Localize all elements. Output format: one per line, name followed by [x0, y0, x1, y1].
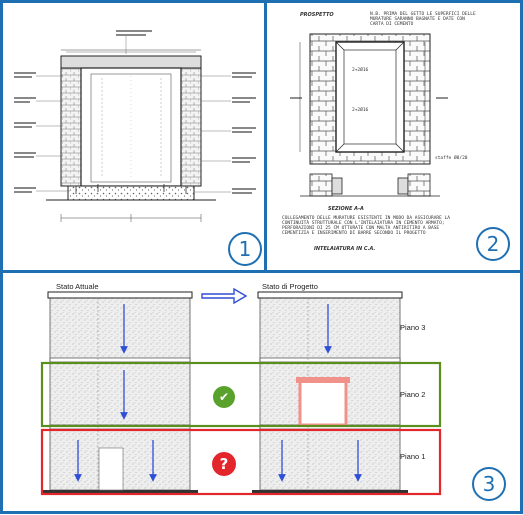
label-stato-progetto: Stato di Progetto	[262, 282, 318, 291]
panel-3-comparison: Stato Attuale Stato di Progetto Piano 3 …	[6, 276, 518, 510]
stirrups-label: staffe Ø8/20	[435, 156, 468, 161]
new-opening-frame	[298, 378, 348, 427]
prospect-title: PROSPETTO	[300, 12, 334, 18]
panel-divider-horizontal	[3, 270, 520, 273]
panel-2-prospect-drawing: PROSPETTO N.B. PRIMA DEL GETTO LE SUPERF…	[270, 6, 518, 268]
arrow-right-icon	[201, 287, 248, 305]
drawing-2	[290, 33, 448, 197]
lintel-rebar-label: 2+2Ø16	[352, 68, 369, 73]
bar-rebar-label: 2+2Ø16	[352, 108, 369, 113]
slab-current-3	[49, 357, 191, 363]
prospect-top-note: N.B. PRIMA DEL GETTO LE SUPERFICI DELLE …	[370, 12, 476, 27]
prospect-heading: INTELAIATURA IN C.A.	[314, 246, 376, 252]
drawing-3	[40, 287, 442, 496]
panel-number-1: 1	[228, 232, 262, 266]
check-mark: ✔	[218, 390, 230, 404]
roof-project	[257, 291, 403, 299]
highlight-box-piano-1	[40, 428, 442, 496]
ground-current	[42, 490, 198, 494]
question-mark: ?	[219, 455, 229, 473]
label-piano-2: Piano 2	[400, 390, 426, 399]
drawing-1	[14, 30, 256, 222]
label-piano-3: Piano 3	[400, 323, 426, 332]
panel-number-3: 3	[472, 467, 506, 501]
panel-1-section-drawing: 1	[6, 6, 262, 268]
panel-number-2: 2	[476, 227, 510, 261]
highlight-box-piano-2	[40, 361, 442, 428]
panel-divider-vertical	[264, 3, 267, 271]
new-lintel	[296, 377, 350, 383]
check-circle-icon	[213, 386, 235, 408]
slab-project-3	[259, 357, 401, 363]
question-circle-icon	[212, 452, 236, 476]
roof-current	[47, 291, 193, 299]
section-label: SEZIONE A-A	[328, 206, 364, 212]
door-opening-current	[98, 447, 124, 491]
prospect-bottom-text: COLLEGAMENTO DELLE MURATURE ESISTENTI IN…	[282, 216, 450, 236]
label-piano-1: Piano 1	[400, 452, 426, 461]
ground-project	[252, 490, 408, 494]
label-stato-attuale: Stato Attuale	[56, 282, 99, 291]
